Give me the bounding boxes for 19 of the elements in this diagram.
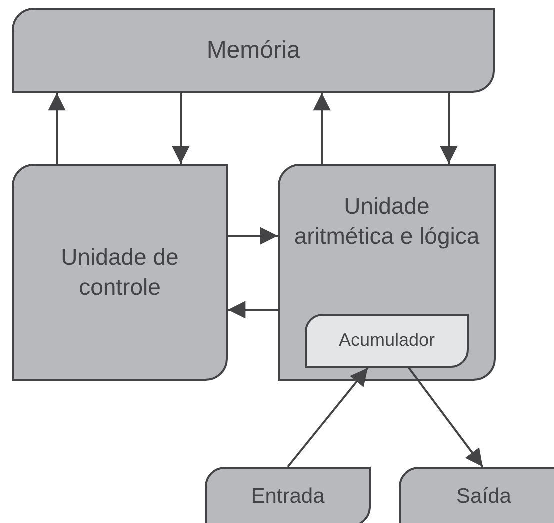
unit-box (399, 467, 554, 523)
unit-box (12, 164, 228, 381)
node-label: Unidade de controle (60, 242, 180, 302)
unit-box (278, 164, 496, 381)
unit-box (12, 8, 495, 93)
node-label: Unidade aritmética e lógica (294, 192, 480, 251)
arrow (313, 93, 331, 164)
arrow (228, 301, 278, 319)
unit-box (205, 467, 371, 523)
arrow (287, 367, 369, 468)
arrow (228, 227, 278, 245)
register-box (305, 314, 469, 368)
arrow (48, 93, 66, 164)
node-label: Acumulador (338, 329, 436, 352)
node-label: Entrada (251, 484, 325, 510)
node-label: Memória (206, 36, 300, 66)
node-label: Saída (456, 484, 512, 510)
arrow (440, 93, 458, 164)
arrow (172, 93, 190, 164)
